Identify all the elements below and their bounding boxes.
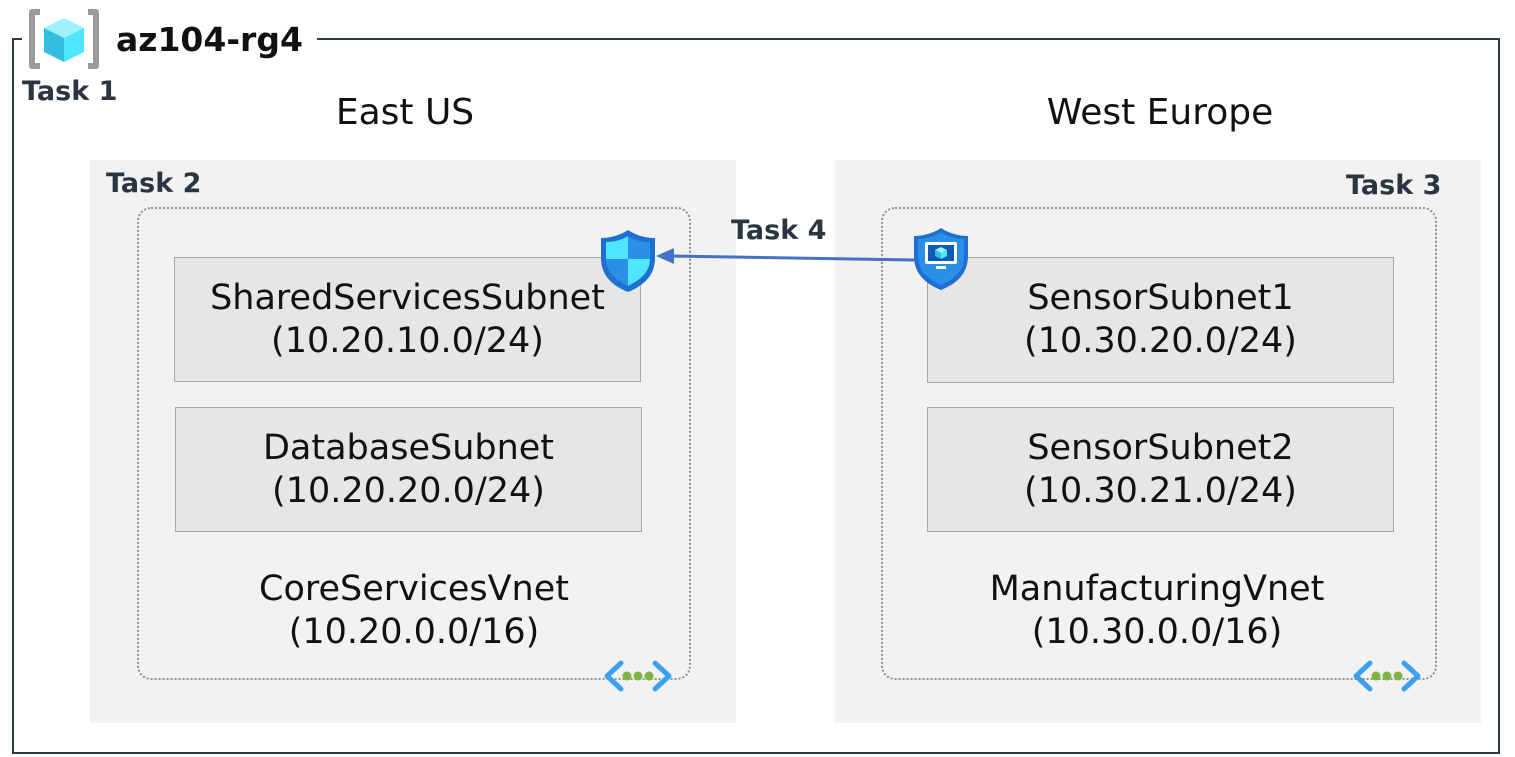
resource-group-header: az104-rg4 <box>22 6 317 72</box>
task-4-arrow <box>656 248 916 264</box>
subnet-name: SharedServicesSubnet <box>210 277 605 318</box>
resource-group-cube-icon <box>29 9 99 69</box>
vnet-label-manufacturing: ManufacturingVnet (10.30.0.0/16) <box>957 568 1357 653</box>
subnet-sensor-2: SensorSubnet2 (10.30.21.0/24) <box>927 407 1394 532</box>
task-1-label: Task 1 <box>22 76 118 107</box>
subnet-name: SensorSubnet1 <box>1027 278 1294 319</box>
application-security-group-monitor-shield-icon <box>914 228 968 290</box>
subnet-cidr: (10.20.20.0/24) <box>272 470 545 511</box>
subnet-shared-services: SharedServicesSubnet (10.20.10.0/24) <box>174 257 641 382</box>
subnet-database: DatabaseSubnet (10.20.20.0/24) <box>175 407 642 532</box>
vnet-cidr: (10.30.0.0/16) <box>1031 611 1283 652</box>
virtual-network-icon <box>1353 660 1421 692</box>
virtual-network-icon <box>604 660 672 692</box>
subnet-cidr: (10.30.21.0/24) <box>1024 470 1297 511</box>
resource-group-frame <box>12 38 1500 754</box>
vnet-core-services <box>137 207 691 680</box>
subnet-name: DatabaseSubnet <box>262 427 555 468</box>
task-2-label: Task 2 <box>106 168 202 199</box>
vnet-name: ManufacturingVnet <box>989 569 1325 609</box>
region-title-west: West Europe <box>1046 92 1274 133</box>
resource-group-name: az104-rg4 <box>116 19 303 59</box>
subnet-cidr: (10.20.10.0/24) <box>271 320 544 361</box>
subnet-cidr: (10.30.20.0/24) <box>1024 321 1297 361</box>
region-title-east: East US <box>335 92 475 133</box>
vnet-label-core: CoreServicesVnet (10.20.0.0/16) <box>214 568 614 653</box>
task-4-label: Task 4 <box>731 215 827 246</box>
vnet-cidr: (10.20.0.0/16) <box>288 611 540 652</box>
subnet-name: SensorSubnet2 <box>1027 427 1294 468</box>
subnet-sensor-1: SensorSubnet1 (10.30.20.0/24) <box>927 257 1394 383</box>
vnet-name: CoreServicesVnet <box>259 569 569 609</box>
network-security-group-shield-icon <box>601 230 655 292</box>
vnet-manufacturing <box>881 207 1437 680</box>
task-3-label: Task 3 <box>1346 170 1442 201</box>
